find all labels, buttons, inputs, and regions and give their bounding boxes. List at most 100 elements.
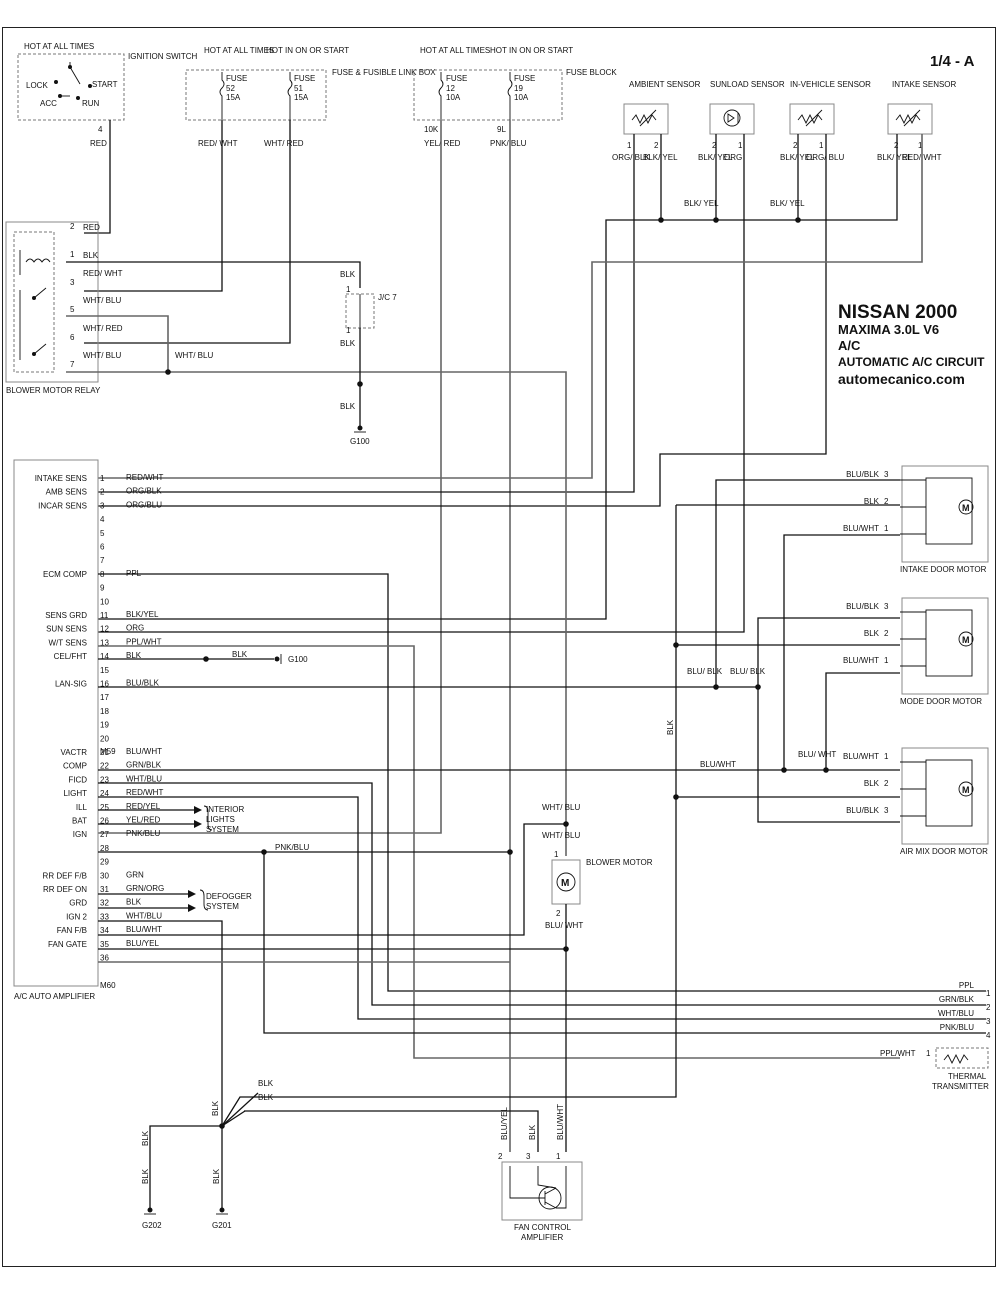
- wire-label: BLU/ WHT: [798, 750, 836, 759]
- splice-dot: [795, 217, 801, 223]
- title-model: MAXIMA 3.0L V6: [838, 322, 939, 337]
- door-motor-name: INTAKE DOOR MOTOR: [900, 565, 987, 574]
- amplifier-pin-wire: GRN: [126, 870, 144, 879]
- fuse-block-box: [413, 69, 563, 121]
- amplifier-pin-number: 2: [100, 488, 105, 497]
- relay-box: [5, 221, 99, 383]
- wire-label: WHT/ BLU: [542, 831, 580, 840]
- splice-dot: [261, 849, 267, 855]
- wire-label: BLU/WHT: [700, 760, 736, 769]
- relay-pin: 1: [70, 250, 75, 259]
- ignition-pos-start: START: [92, 80, 118, 89]
- amplifier-pin-number: 30: [100, 871, 109, 880]
- splice-dot: [203, 656, 209, 662]
- amplifier-pin-number: 20: [100, 734, 109, 743]
- amplifier-pin-label: SUN SENS: [46, 625, 87, 634]
- svg-text:19: 19: [514, 84, 523, 93]
- amplifier-pin-number: 19: [100, 721, 109, 730]
- amplifier-pin-number: 5: [100, 529, 105, 538]
- wire-ground-bus-a: [221, 1092, 259, 1127]
- motor-pin-wire: BLU/BLK: [846, 806, 880, 815]
- wire-label: BLU/ BLK: [730, 667, 766, 676]
- amplifier-pin-wire: RED/WHT: [126, 788, 163, 797]
- motor-pin-number: 3: [884, 806, 889, 815]
- svg-text:1: 1: [738, 141, 743, 150]
- fuse-link-box: [185, 69, 327, 121]
- ground-label: G100: [288, 655, 308, 664]
- amplifier-pin-wire: YEL/RED: [126, 816, 160, 825]
- title-circuit: AUTOMATIC A/C CIRCUIT: [838, 355, 985, 369]
- ecm-pin-number: 4: [986, 1031, 991, 1040]
- relay-pin: 3: [70, 278, 75, 287]
- svg-text:1: 1: [918, 141, 923, 150]
- motor-pin-number: 1: [884, 752, 889, 761]
- wire-lan-sig: [98, 617, 900, 688]
- svg-text:BLK/ YEL: BLK/ YEL: [877, 153, 912, 162]
- fuseblock-hot-b: HOT IN ON OR START: [490, 46, 573, 55]
- amplifier-pin-number: 11: [100, 611, 109, 620]
- ecm-pin-wire: GRN/BLK: [939, 995, 975, 1004]
- wire-label: PNK/BLU: [275, 843, 309, 852]
- motor-pin-wire: BLU/WHT: [843, 656, 879, 665]
- amplifier-pin-number: 3: [100, 501, 105, 510]
- ground-label: G100: [350, 437, 370, 446]
- ground-g100-icon: [354, 425, 366, 433]
- amplifier-pin-number: 9: [100, 584, 105, 593]
- amplifier-pin-wire: ORG/BLU: [126, 500, 162, 509]
- interior-lights-arrows: [98, 805, 213, 831]
- ecm-pin-wire: WHT/BLU: [938, 1009, 974, 1018]
- motor-symbol: M: [962, 785, 970, 795]
- wire-label: BLU/WHT: [556, 1104, 565, 1140]
- ground-g201-icon: [216, 1207, 228, 1215]
- jc-name: J/C 7: [378, 293, 397, 302]
- amplifier-pin-label: AMB SENS: [46, 488, 87, 497]
- motor-pin-number: 3: [884, 602, 889, 611]
- relay-wire: RED: [83, 223, 100, 232]
- amplifier-pin-wire: BLU/WHT: [126, 925, 162, 934]
- door-motor-name: MODE DOOR MOTOR: [900, 697, 982, 706]
- wire-comp: [98, 782, 986, 1006]
- wire-vactr-mode: [825, 672, 900, 770]
- ignition-pin: 4: [98, 125, 103, 134]
- amplifier-pin-wire: PNK/BLU: [126, 829, 160, 838]
- sunload-sensor: SUNLOAD SENSOR 2 1 BLK/ YEL ORG: [698, 80, 785, 162]
- amplifier-pin-wire: ORG: [126, 624, 144, 633]
- fuse-12: FUSE 12 10A: [438, 72, 467, 120]
- ignition-name: IGNITION SWITCH: [128, 52, 198, 61]
- svg-text:2: 2: [712, 141, 717, 150]
- wire-relay5: [66, 315, 169, 372]
- blower-pin: 1: [554, 850, 559, 859]
- motor-pin-number: 3: [884, 470, 889, 479]
- splice-dot: [563, 821, 569, 827]
- fan-amp-pin: 2: [498, 1152, 503, 1161]
- amplifier-pin-number: 22: [100, 762, 109, 771]
- amplifier-pin-number: 31: [100, 885, 109, 894]
- door-motor-name: AIR MIX DOOR MOTOR: [900, 847, 988, 856]
- jc-top-wire: BLK: [340, 270, 356, 279]
- ignition-pos-lock: LOCK: [26, 81, 48, 90]
- wire-label: BLK: [232, 650, 248, 659]
- splice-dot: [755, 684, 761, 690]
- wire-label: BLK: [666, 719, 675, 735]
- amplifier-pin-wire: RED/WHT: [126, 473, 163, 482]
- amplifier-pin-number: 7: [100, 556, 105, 565]
- title-site: automecanico.com: [838, 371, 965, 387]
- fuseblock-hot-a: HOT AT ALL TIMES: [420, 46, 490, 55]
- motor-pin-wire: BLK: [864, 497, 880, 506]
- splice-dot: [823, 767, 829, 773]
- wire-label: BLK: [211, 1100, 220, 1116]
- wire-sun-sens: [98, 134, 745, 633]
- splice-dot: [507, 849, 513, 855]
- svg-text:2: 2: [654, 141, 659, 150]
- amplifier-pin-number: 14: [100, 652, 109, 661]
- amplifier-pin-wire: PPL/WHT: [126, 637, 162, 646]
- fuse-51-wire: WHT/ RED: [264, 139, 304, 148]
- amplifier-pin-label: IGN 2: [66, 912, 87, 921]
- amplifier-pin-label: INTAKE SENS: [35, 474, 87, 483]
- amplifier-pin-wire: BLK: [126, 651, 142, 660]
- fuseblock-name: FUSE BLOCK: [566, 68, 617, 77]
- amplifier-pin-label: VACTR: [60, 748, 87, 757]
- wire-vactr-intake: [783, 534, 900, 770]
